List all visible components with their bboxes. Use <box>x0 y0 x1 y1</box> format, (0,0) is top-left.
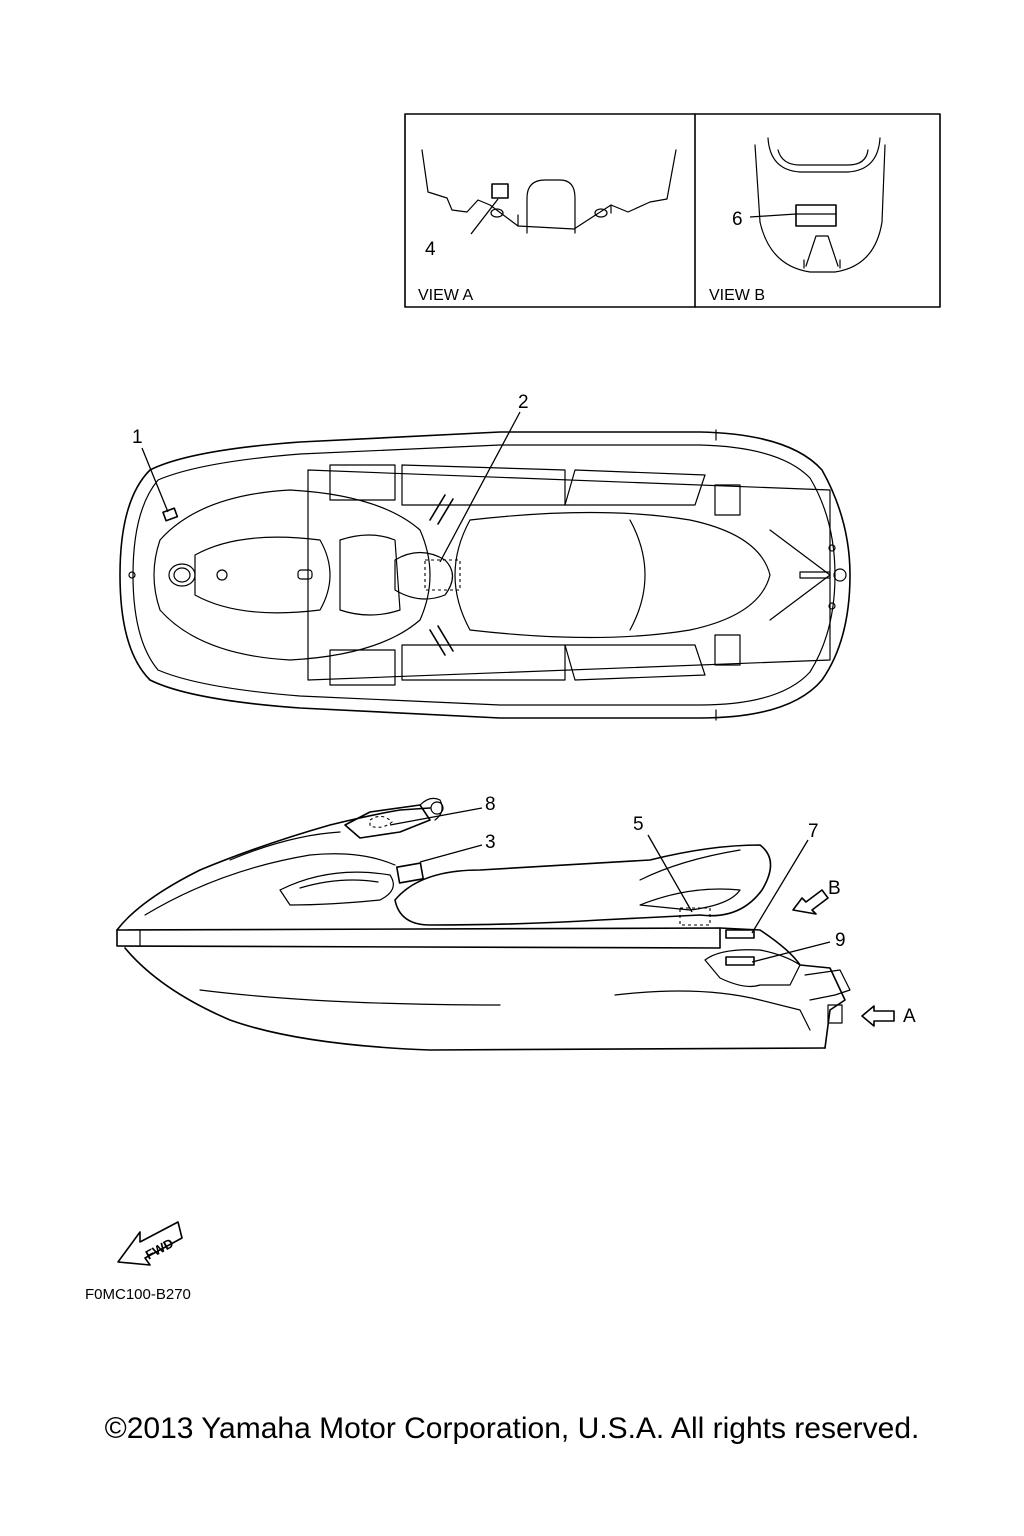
inset-views: VIEW A VIEW B 4 6 <box>404 113 941 308</box>
figure-code: F0MC100-B270 <box>85 1286 191 1303</box>
callout-2: 2 <box>518 392 529 413</box>
callout-1: 1 <box>132 427 143 448</box>
callout-9: 9 <box>835 930 846 951</box>
callout-5: 5 <box>633 814 644 835</box>
callout-4: 4 <box>425 239 436 260</box>
copyright-notice: ©2013 Yamaha Motor Corporation, U.S.A. A… <box>104 1412 920 1445</box>
view-a-label: VIEW A <box>418 287 473 304</box>
view-b-drawing <box>749 137 886 273</box>
callout-6: 6 <box>732 209 743 230</box>
direction-a-letter: A <box>903 1006 916 1027</box>
callout-7: 7 <box>808 821 819 842</box>
fwd-arrow-icon: FWD <box>117 1221 183 1266</box>
top-view-drawing <box>119 411 851 721</box>
view-a-drawing <box>421 149 677 235</box>
side-view-drawing <box>116 797 895 1051</box>
fwd-label: FWD <box>143 1235 176 1262</box>
callout-3: 3 <box>485 832 496 853</box>
view-b-label: VIEW B <box>709 287 765 304</box>
callout-8: 8 <box>485 794 496 815</box>
direction-b-letter: B <box>828 878 841 899</box>
